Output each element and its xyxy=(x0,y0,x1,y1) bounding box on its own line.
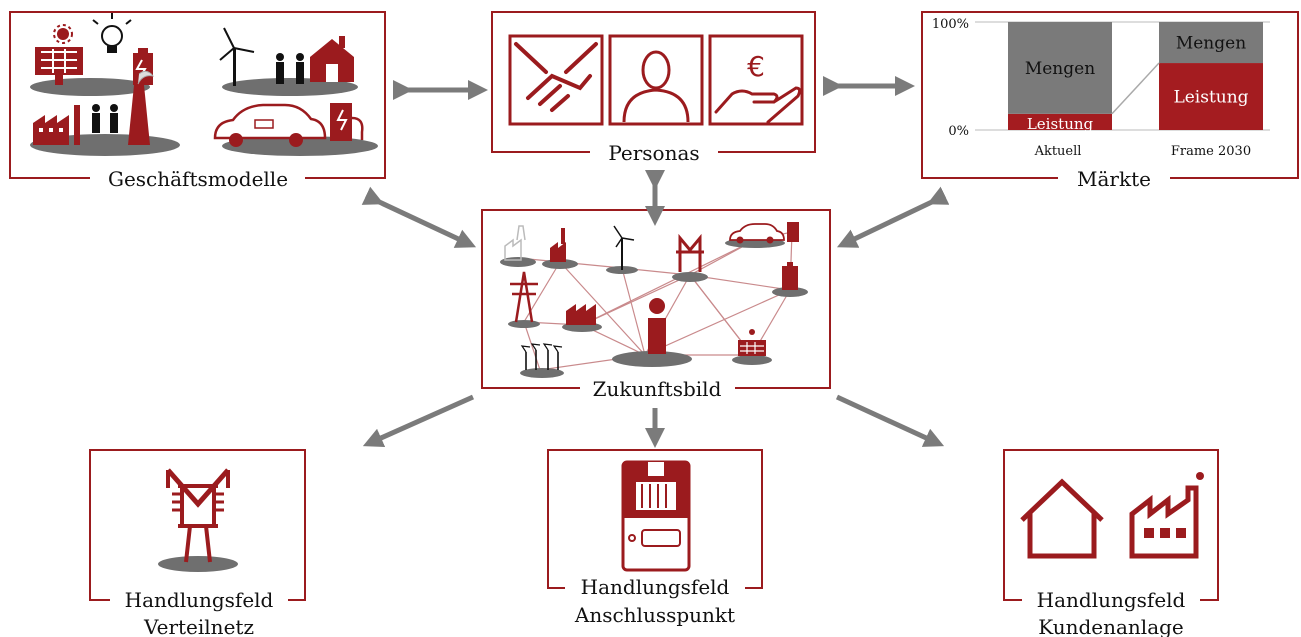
data-label-leistung-1: Leistung xyxy=(1173,88,1248,108)
bar-mengen-1 xyxy=(1159,22,1263,64)
person-icon xyxy=(608,34,704,126)
network-nodes xyxy=(500,222,808,378)
data-label-mengen-0: Mengen xyxy=(1025,59,1095,79)
kundenanlage-label-1: Handlungsfeld xyxy=(1037,588,1186,612)
handshake-icon xyxy=(508,34,604,126)
maerkte-label: Märkte xyxy=(1077,167,1151,191)
x-label-aktuell: Aktuell xyxy=(1034,144,1082,159)
anschlusspunkt-frame xyxy=(547,449,763,589)
node-offshore xyxy=(520,368,564,378)
node-transmission xyxy=(508,320,540,328)
svg-text:€: € xyxy=(747,50,765,83)
verteilnetz-label-1: Handlungsfeld xyxy=(125,588,274,612)
arrow-maerkte-zukunft xyxy=(836,186,950,248)
verteilnetz-frame xyxy=(89,449,306,601)
arrow-geschaeft-zukunft xyxy=(361,186,477,248)
data-label-mengen-1: Mengen xyxy=(1176,34,1246,54)
node-consumer xyxy=(612,351,692,367)
maerkte-frame xyxy=(921,11,1299,179)
node-solar xyxy=(732,355,772,365)
connector-line xyxy=(1111,62,1160,115)
personas-label: Personas xyxy=(608,141,699,165)
kundenanlage-frame xyxy=(1003,449,1219,601)
y-tick-0: 0% xyxy=(948,124,969,139)
personas-frame xyxy=(491,11,816,153)
anschlusspunkt-label-2: Anschlusspunkt xyxy=(574,603,735,627)
node-pylon xyxy=(672,272,708,282)
solar-sun-bulb-icon xyxy=(30,13,153,96)
node-battery xyxy=(772,287,808,297)
anschlusspunkt-label-1: Handlungsfeld xyxy=(581,575,730,599)
wind-house-icon xyxy=(219,27,358,96)
arrow-zukunft-kunden xyxy=(835,394,945,447)
euro-hand-icon: € xyxy=(708,34,804,126)
y-tick-100: 100% xyxy=(932,17,969,32)
house-factory-icon xyxy=(1020,472,1204,559)
electric-car-charger-icon xyxy=(213,103,378,156)
bar-mengen-0 xyxy=(1008,22,1112,114)
verteilnetz-label-2: Verteilnetz xyxy=(143,615,254,637)
arrow-zukunft-verteilnetz xyxy=(362,394,475,448)
kundenanlage-label-2: Kundenanlage xyxy=(1038,615,1184,637)
bar-leistung-0 xyxy=(1008,113,1112,130)
geschaeftsmodelle-label: Geschäftsmodelle xyxy=(108,167,288,191)
bar-leistung-1 xyxy=(1159,63,1263,130)
geschaeftsmodelle-frame xyxy=(9,11,386,179)
data-label-leistung-0: Leistung xyxy=(1027,115,1094,133)
x-label-frame2030: Frame 2030 xyxy=(1171,144,1251,159)
zukunftsbild-label: Zukunftsbild xyxy=(593,377,722,401)
substation-icon xyxy=(158,468,238,572)
industry-handshake-icon xyxy=(30,70,180,156)
meter-icon xyxy=(621,460,691,572)
